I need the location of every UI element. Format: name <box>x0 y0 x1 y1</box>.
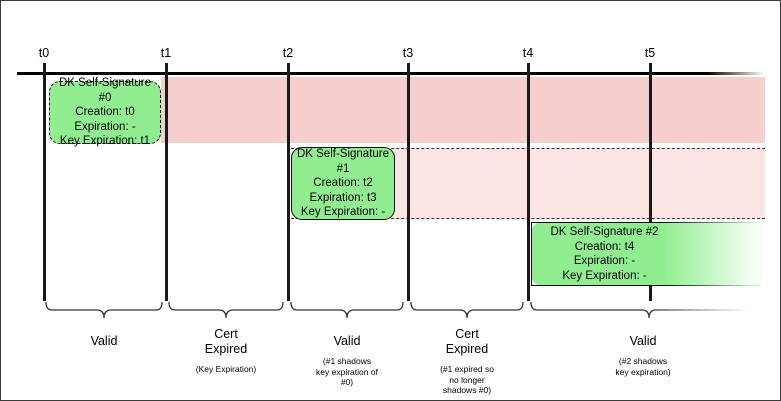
timeline-axis <box>17 72 765 75</box>
segment-5-note-line2: key expiration) <box>615 366 671 377</box>
segment-2-title-line2: Expired <box>204 342 248 356</box>
tick-mark-t3 <box>407 63 410 301</box>
tick-label-t4: t4 <box>522 46 534 60</box>
brace-segment-5 <box>530 301 756 319</box>
segment-4-note-line3: shadows #0) <box>442 385 492 395</box>
segment-2-title-line1: Cert <box>214 327 238 341</box>
brace-segment-1 <box>45 301 163 319</box>
tick-label-t5: t5 <box>644 46 656 60</box>
segment-3-note-line3: #0) <box>340 377 354 387</box>
segment-1-title: Valid <box>90 334 118 348</box>
segment-5-title: Valid <box>629 334 657 348</box>
segment-label-1: Valid <box>45 334 163 349</box>
signature-box-1[interactable]: DK Self-Signature #1 Creation: t2 Expira… <box>291 147 395 220</box>
segment-label-5: Valid (#2 shadows key expiration) <box>530 334 756 377</box>
signature-1-key-expiration: Key Expiration: - <box>300 206 386 219</box>
brace-segment-3 <box>290 301 404 319</box>
tick-label-t1: t1 <box>160 46 172 60</box>
tick-mark-t0 <box>43 63 46 301</box>
segment-4-title-line1: Cert <box>455 327 479 341</box>
signature-1-creation: Creation: t2 <box>313 177 373 190</box>
signature-0-expiration: Expiration: - <box>74 120 136 133</box>
segment-4-title-line2: Expired <box>445 342 489 356</box>
tick-mark-t1 <box>165 63 168 301</box>
brace-segment-4 <box>410 301 524 319</box>
segment-3-note-line1: (#1 shadows <box>322 356 372 366</box>
band-cert-expired-key-expiration <box>161 77 765 143</box>
tick-mark-t5 <box>649 63 652 301</box>
tick-mark-t4 <box>527 63 530 301</box>
signature-2-creation: Creation: t4 <box>574 240 635 253</box>
segment-label-3: Valid (#1 shadows key expiration of #0) <box>290 334 404 388</box>
segment-label-2: Cert Expired (Key Expiration) <box>168 327 284 375</box>
signature-2-name: DK Self-Signature #2 <box>550 226 659 238</box>
signature-0-creation: Creation: t0 <box>75 106 135 119</box>
signature-0-key-expiration: Key Expiration: t1 <box>59 135 151 148</box>
segment-label-4: Cert Expired (#1 expired so no longer sh… <box>410 327 524 396</box>
segment-4-note-line2: no longer <box>449 374 485 385</box>
tick-label-t2: t2 <box>282 46 294 60</box>
brace-segment-2 <box>168 301 284 319</box>
tick-label-t3: t3 <box>402 46 414 60</box>
signature-box-2[interactable]: DK Self-Signature #2 Creation: t4 Expira… <box>531 222 765 286</box>
signature-2-expiration: Expiration: - <box>573 255 636 267</box>
tick-label-t0: t0 <box>38 46 50 60</box>
segment-4-note-line1: (#1 expired so <box>440 364 494 374</box>
segment-5-note-line1: (#2 shadows <box>618 356 668 366</box>
signature-1-expiration: Expiration: t3 <box>309 191 377 204</box>
segment-3-note-line2: key expiration of <box>316 366 378 377</box>
segment-2-note: (Key Expiration) <box>195 364 257 374</box>
tick-mark-t2 <box>287 63 290 301</box>
signature-box-0[interactable]: DK Self-Signature #0 Creation: t0 Expira… <box>49 77 161 147</box>
signature-1-name: DK Self-Signature #1 <box>296 148 390 175</box>
segment-3-title: Valid <box>333 334 361 348</box>
signature-2-key-expiration: Key Expiration: - <box>562 269 647 282</box>
signature-0-name: DK Self-Signature #0 <box>58 77 152 104</box>
